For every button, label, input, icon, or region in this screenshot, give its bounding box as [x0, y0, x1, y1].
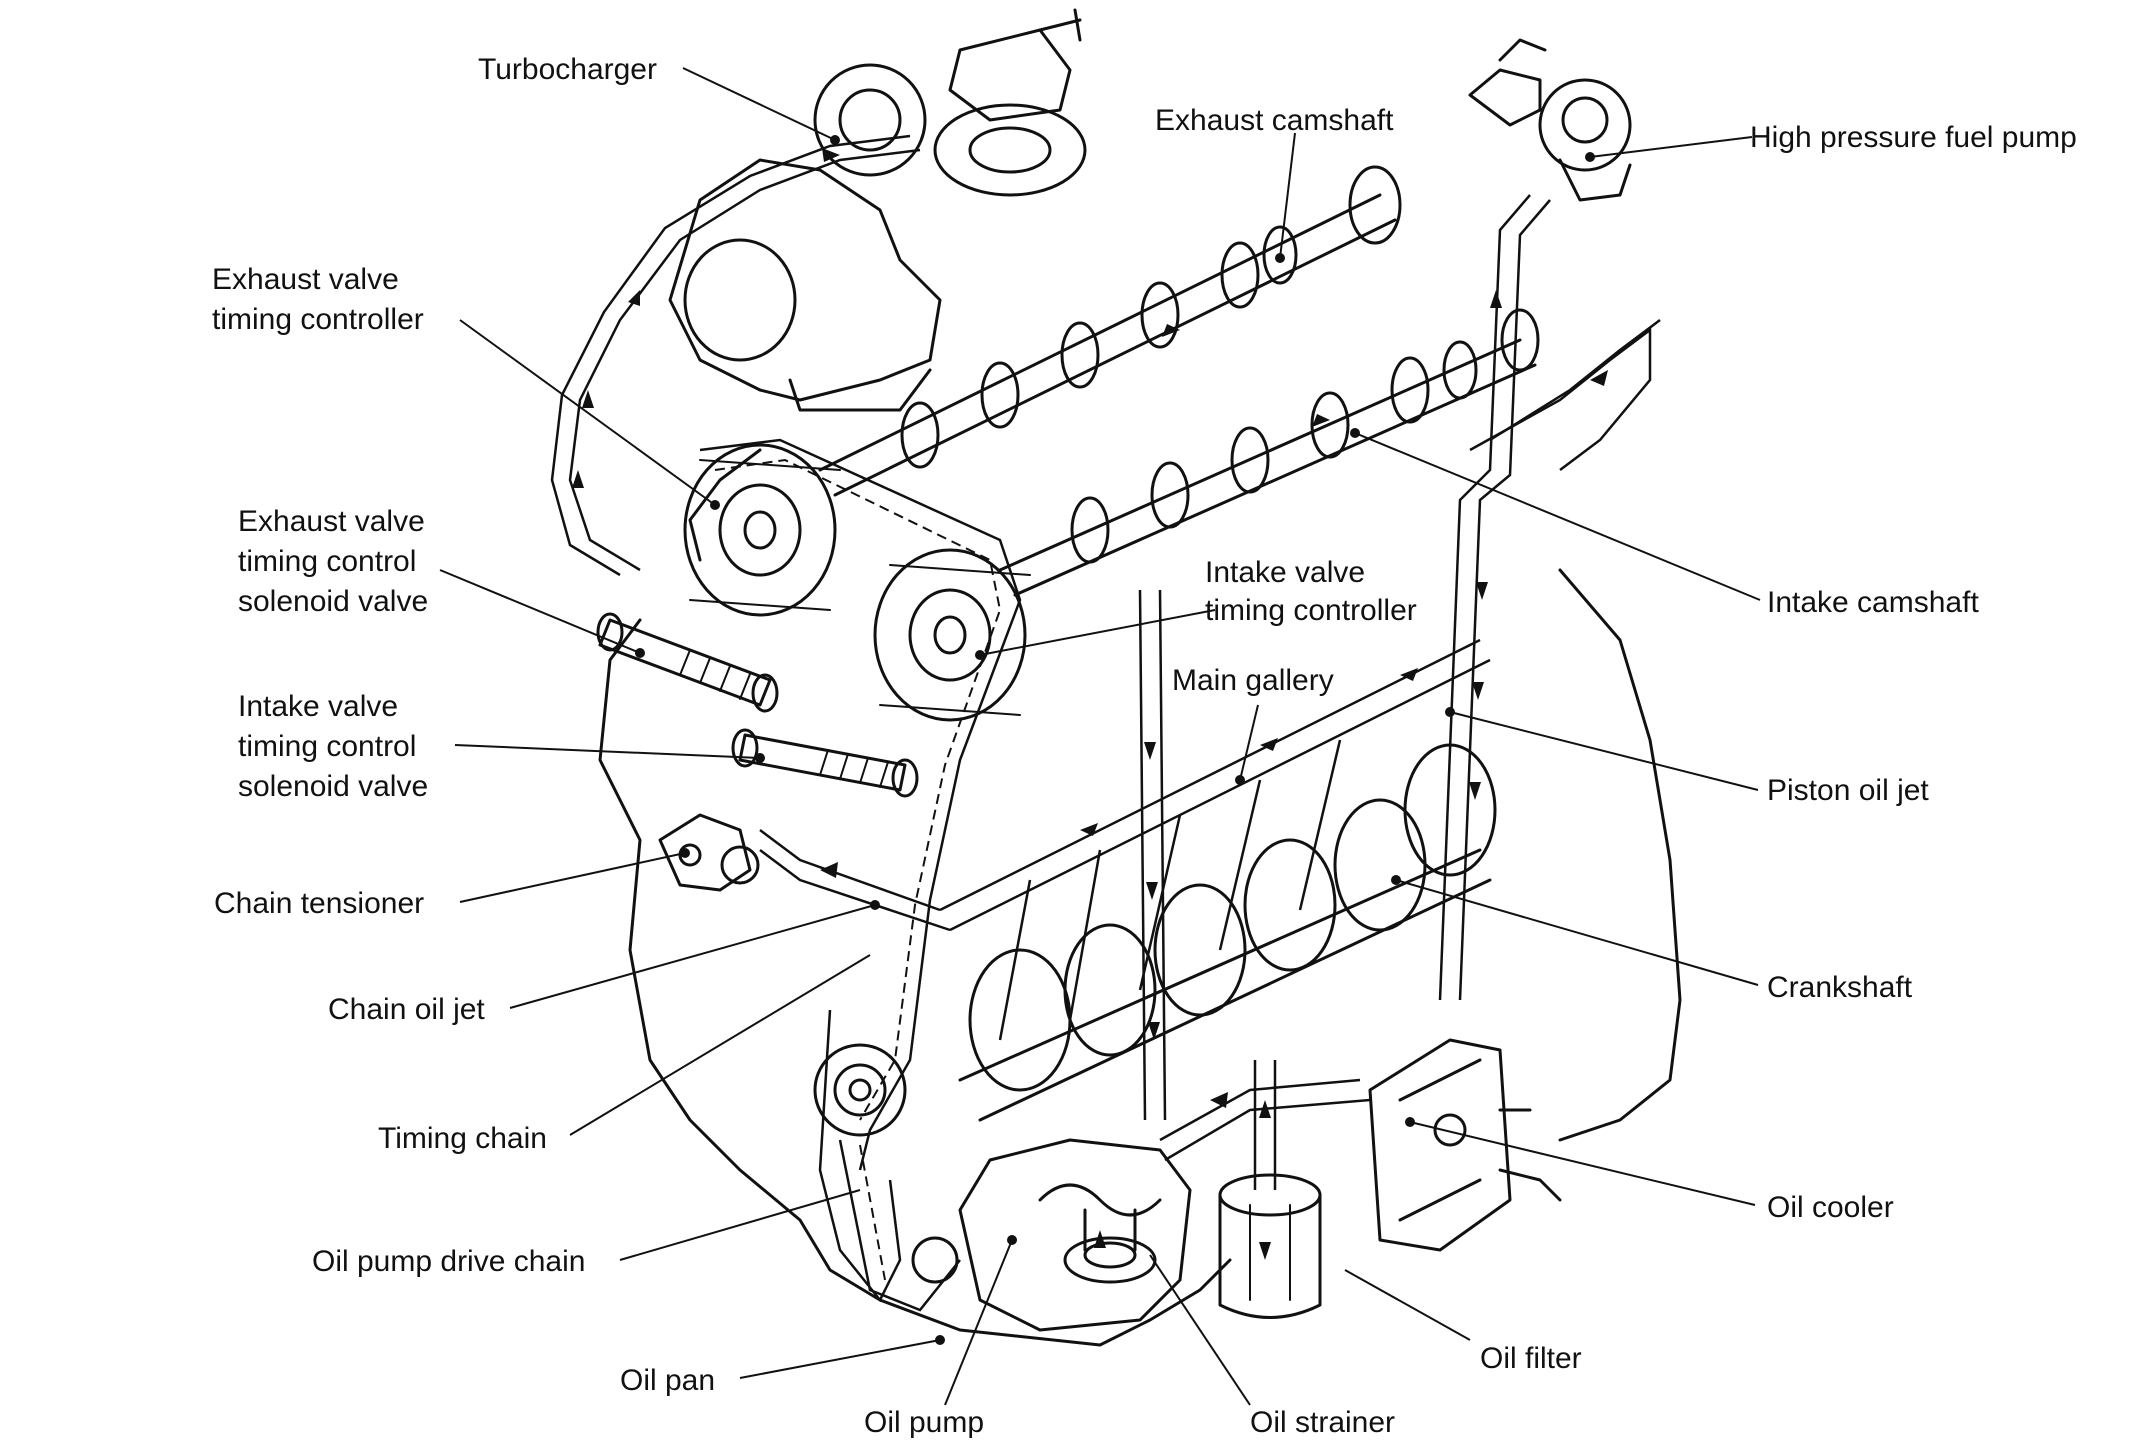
oil-cooler	[1368, 1038, 1562, 1252]
label-exhaust-camshaft: Exhaust camshaft	[1155, 104, 1394, 137]
label-oil-pan: Oil pan	[620, 1364, 715, 1397]
label-oil-pump: Oil pump	[864, 1406, 984, 1439]
flow-arrow	[1260, 738, 1278, 751]
flow-arrow	[1312, 414, 1330, 427]
engine-block-outline	[598, 448, 1682, 1347]
flow-arrow	[1162, 324, 1180, 337]
label-oil-pump-drive-chain: Oil pump drive chain	[312, 1245, 585, 1278]
label-timing-chain: Timing chain	[378, 1122, 547, 1155]
intake-camshaft	[998, 308, 1540, 597]
label-intake-vtc-line2: timing controller	[1205, 594, 1417, 627]
flow-arrow	[1080, 823, 1098, 836]
flow-arrow	[1259, 1242, 1271, 1260]
oil-filter	[1218, 1173, 1322, 1319]
label-main-gallery: Main gallery	[1172, 664, 1334, 697]
chain-tensioner	[658, 813, 760, 892]
label-exhaust-vtc-line2: timing controller	[212, 303, 424, 336]
flow-arrow	[1476, 582, 1488, 600]
label-oil-filter: Oil filter	[1480, 1342, 1582, 1375]
flow-arrow	[628, 290, 640, 306]
flow-arrow	[1148, 1022, 1160, 1040]
label-piston-oil-jet: Piston oil jet	[1767, 774, 1929, 807]
timing-chain	[699, 438, 1022, 1303]
label-exhaust-vtc-line1: Exhaust valve	[212, 263, 399, 296]
intake-vtc-solenoid-valve	[731, 728, 919, 798]
label-oil-strainer: Oil strainer	[1250, 1406, 1395, 1439]
oil-passages	[550, 134, 1661, 1190]
label-turbocharger: Turbocharger	[478, 53, 657, 86]
oil-flow-arrows	[572, 148, 1608, 1260]
exhaust-valve-timing-controller	[683, 443, 841, 617]
leader-lines	[439, 67, 1761, 1406]
label-exhaust-vtc-solenoid-line2: timing control	[238, 545, 416, 578]
flow-arrow	[1472, 682, 1484, 700]
flow-arrow	[1144, 742, 1156, 760]
flow-arrow	[820, 862, 838, 878]
label-exhaust-vtc-solenoid-line3: solenoid valve	[238, 585, 428, 618]
labels: Turbocharger Exhaust camshaft High press…	[212, 53, 2077, 1439]
exhaust-vtc-solenoid-valve	[596, 612, 779, 713]
label-intake-vtc-line1: Intake valve	[1205, 556, 1365, 589]
turbocharger-assembly	[668, 8, 1087, 412]
exhaust-camshaft	[818, 165, 1402, 497]
label-intake-vtc-solenoid-line2: timing control	[238, 730, 416, 763]
intake-valve-timing-controller	[873, 548, 1031, 722]
label-chain-oil-jet: Chain oil jet	[328, 993, 485, 1026]
flow-arrow	[1210, 1092, 1228, 1108]
flow-arrow	[1469, 782, 1481, 800]
label-high-pressure-fuel-pump: High pressure fuel pump	[1750, 121, 2077, 154]
oil-pump	[958, 1138, 1192, 1332]
flow-arrow	[1400, 668, 1418, 681]
label-exhaust-vtc-solenoid-line1: Exhaust valve	[238, 505, 425, 538]
flow-arrow	[1146, 882, 1158, 900]
flow-arrow	[1094, 1230, 1106, 1248]
label-crankshaft: Crankshaft	[1767, 971, 1913, 1004]
flow-arrow	[822, 148, 840, 162]
oil-pump-drive-chain	[838, 1139, 961, 1312]
flow-arrow	[572, 470, 584, 488]
label-intake-camshaft: Intake camshaft	[1767, 586, 1979, 619]
flow-arrow	[1490, 290, 1502, 308]
high-pressure-fuel-pump	[1468, 38, 1632, 202]
label-intake-vtc-solenoid-line3: solenoid valve	[238, 770, 428, 803]
label-chain-tensioner: Chain tensioner	[214, 887, 424, 920]
label-intake-vtc-solenoid-line1: Intake valve	[238, 690, 398, 723]
oil-strainer	[1063, 1208, 1157, 1284]
flow-arrow	[582, 390, 594, 408]
flow-arrow	[1590, 370, 1608, 386]
flow-arrow	[1259, 1100, 1271, 1118]
label-oil-cooler: Oil cooler	[1767, 1191, 1894, 1224]
